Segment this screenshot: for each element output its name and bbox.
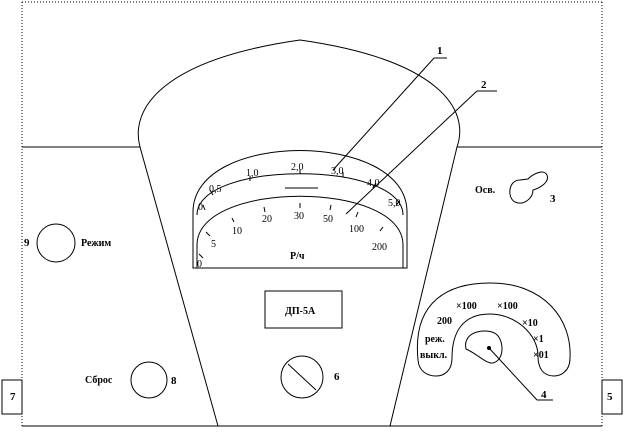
- knob-6-indicator: [287, 363, 317, 391]
- lower-tick: [198, 253, 204, 259]
- range-label: ×01: [533, 350, 549, 361]
- upper-tick: [372, 182, 377, 189]
- device-label: ДП-5А: [285, 306, 316, 317]
- upper-tick: [202, 204, 206, 211]
- reset-button[interactable]: [130, 361, 168, 399]
- upper-scale-label: 0,5: [209, 184, 222, 195]
- lower-scale-label: 50: [323, 214, 333, 225]
- range-label: ×10: [522, 318, 538, 329]
- callout-4: 4: [541, 389, 547, 401]
- panel-outline: [1, 1, 623, 427]
- lower-scale-label: 200: [372, 242, 387, 253]
- right-side-tab: [601, 379, 623, 415]
- leader-line-4: [488, 347, 538, 401]
- leader-line-1: [332, 57, 435, 171]
- gauge-outer-frame: [192, 150, 408, 269]
- upper-scale-label: 2,0: [291, 162, 304, 173]
- reset-label: Сброс: [85, 375, 113, 386]
- leader-lines: [332, 57, 553, 401]
- upper-scale-label: 0: [198, 202, 203, 213]
- device-label-plate: [264, 290, 343, 329]
- gauge-window: 0 0,5 1,0 2,0 3,0 4,0 5,0 0 5 10 20 30 5…: [192, 150, 408, 270]
- lower-tick: [355, 211, 359, 218]
- callout-3: 3: [550, 193, 556, 205]
- range-switch-knob[interactable]: [465, 330, 503, 364]
- gauge-lower-arc: [196, 195, 404, 268]
- upper-scale-label: 4,0: [367, 178, 380, 189]
- mode-knob[interactable]: [36, 223, 76, 263]
- range-label: 200: [437, 316, 452, 327]
- lower-tick: [379, 226, 384, 232]
- range-label: выкл.: [420, 350, 448, 361]
- upper-tick: [209, 189, 214, 196]
- lower-tick: [329, 204, 332, 211]
- upper-scale-label: 5,0: [388, 198, 401, 209]
- lower-tick: [205, 231, 211, 237]
- leader-line-2: [345, 90, 478, 215]
- lower-tick: [263, 206, 266, 213]
- meter-housing: [137, 39, 461, 427]
- callout-2: 2: [481, 79, 487, 91]
- lower-scale-label: 5: [211, 239, 216, 250]
- upper-tick: [395, 200, 400, 207]
- mode-label: Режим: [81, 238, 111, 249]
- lower-scale-label: 100: [349, 224, 364, 235]
- callout-5: 5: [607, 391, 613, 403]
- range-switch[interactable]: ×100 ×100 200 ×10 ×1 ×01 реж. выкл.: [416, 282, 571, 377]
- callout-8: 8: [171, 375, 177, 387]
- light-switch[interactable]: [509, 171, 549, 204]
- range-switch-body[interactable]: [416, 282, 571, 377]
- knob-6-body[interactable]: [280, 355, 324, 399]
- range-label: ×100: [497, 301, 518, 312]
- light-label: Осв.: [475, 185, 496, 196]
- lower-tick: [231, 217, 235, 223]
- knob-6[interactable]: [280, 355, 324, 399]
- gauge-unit-label: Р/ч: [290, 251, 305, 262]
- upper-scale-label: 1,0: [246, 168, 259, 179]
- lower-scale-label: 30: [294, 211, 304, 222]
- callout-9: 9: [24, 237, 30, 249]
- range-label: реж.: [425, 334, 445, 345]
- callout-1: 1: [437, 45, 443, 57]
- range-label: ×1: [533, 334, 544, 345]
- callout-6: 6: [334, 371, 340, 383]
- range-label: ×100: [456, 301, 477, 312]
- lower-scale-label: 10: [232, 226, 242, 237]
- upper-scale-label: 3,0: [331, 166, 344, 177]
- left-side-tab: [1, 379, 23, 415]
- lower-scale-label: 20: [262, 214, 272, 225]
- callout-7: 7: [10, 391, 16, 403]
- lower-scale-label: 0: [197, 259, 202, 270]
